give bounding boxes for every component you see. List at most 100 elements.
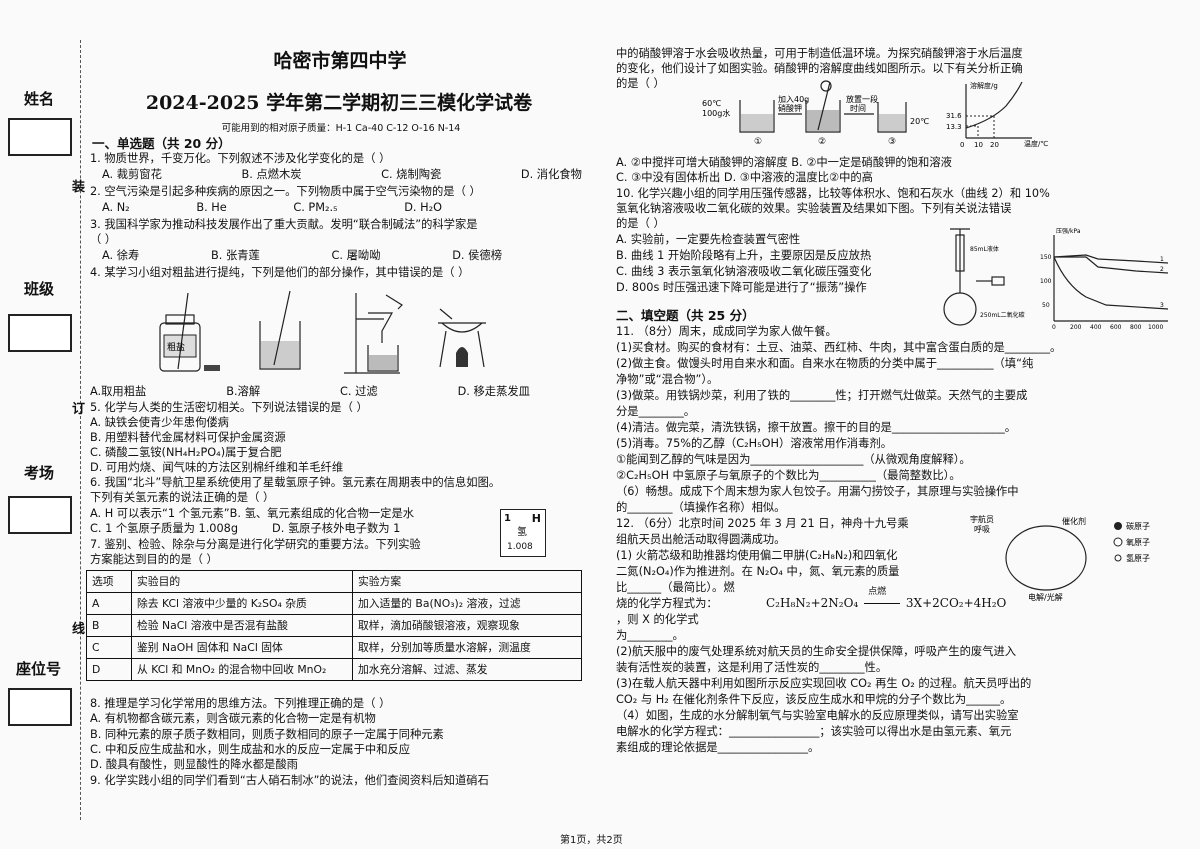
q3-stem: 3. 我国科学家为推动科技发展作出了重大贡献。发明“联合制碱法”的科学家是: [90, 218, 478, 231]
q4-beaker-icon: [259, 290, 301, 370]
fig9-xlabel: 温度/℃: [1024, 139, 1048, 148]
q6-option-c[interactable]: C. 1 个氢原子质量为 1.008g: [90, 522, 239, 535]
h-symbol: H: [531, 512, 541, 525]
fig9-step1b: 硝酸钾: [778, 103, 802, 113]
q4-option-b[interactable]: B.溶解: [226, 385, 261, 398]
q10-option-c[interactable]: C. 曲线 3 表示氢氧化钠溶液吸收二氧化碳压强变化: [616, 265, 872, 278]
fig9-ylabel: 溶解度/g: [970, 81, 998, 90]
q4-filtration-icon: [344, 293, 403, 374]
legend-carbon: 碳原子: [1126, 521, 1150, 531]
q5-option-d[interactable]: D. 可用灼烧、闻气味的方法区别棉纤维和羊毛纤维: [90, 461, 344, 474]
q9-options-ab[interactable]: A. ②中搅拌可增大硝酸钾的溶解度 B. ②中一定是硝酸钾的饱和溶液: [616, 156, 952, 169]
q1-option-b[interactable]: B. 点燃木炭: [241, 168, 302, 181]
beaker-2-icon: [805, 80, 841, 133]
q2-stem: 2. 空气污染是引起多种疾病的原因之一。下列物质中属于空气污染物的是（ ）: [90, 185, 481, 198]
equation-right: 3X+2CO₂+4H₂O: [905, 596, 1007, 610]
seat-field[interactable]: [8, 688, 72, 726]
q9-stem: 9. 化学实践小组的同学们看到“古人硝石制冰”的说法，他们查阅资料后知道硝石: [90, 774, 489, 787]
fig9-tick-10: 10: [974, 141, 983, 149]
fig10-tick-50: 50: [1042, 302, 1050, 309]
q9-cont-2: 的变化，他们设计了如图实验。硝酸钾的溶解度曲线如图所示。以下有关分析正确: [616, 62, 1023, 75]
fig9-label-1: ①: [754, 137, 762, 147]
q1-option-c[interactable]: C. 烧制陶瓷: [381, 168, 442, 181]
binding-dashed-line: [80, 40, 81, 820]
class-field[interactable]: [8, 314, 72, 352]
q11-stem: 11. （8分）周末，成成同学为家人做午餐。: [616, 325, 837, 338]
fig9-temp-60: 60℃: [702, 99, 721, 108]
q3-option-c[interactable]: C. 屠呦呦: [331, 249, 381, 262]
q4-option-d[interactable]: D. 移走蒸发皿: [457, 385, 530, 398]
q10-option-d[interactable]: D. 800s 时压强迅速下降可能是进行了“振荡”操作: [616, 281, 867, 294]
q5-option-b[interactable]: B. 用塑料替代金属材料可保护金属资源: [90, 431, 286, 444]
atomic-masses: 可能用到的相对原子质量：H-1 Ca-40 C-12 O-16 N-14: [221, 123, 461, 134]
cycle-loop: [1005, 525, 1087, 591]
q12-cycle-diagram: 宇航员 呼吸 催化剂 电解/光解 碳原子 氧原子 氢原子: [970, 514, 1150, 602]
q2-option-b[interactable]: B. He: [196, 201, 227, 214]
seal-char-ding: 订: [72, 402, 86, 417]
q5-option-c[interactable]: C. 磷酸二氢铵(NH₄H₂PO₄)属于复合肥: [90, 446, 282, 459]
q3-option-b[interactable]: B. 张青莲: [211, 249, 260, 262]
q1-option-a[interactable]: A. 裁剪窗花: [102, 168, 162, 181]
oxygen-atom-icon: [1113, 537, 1123, 547]
q11-part6: （6）畅想。成成下个周末想为家人包饺子。用漏勺捞饺子，其原理与实验操作中: [616, 485, 1019, 498]
q11-part4: (4)清洁。做完菜，清洗铁锅，擦干放置。擦干的目的是______________…: [616, 421, 1017, 434]
q1-option-d[interactable]: D. 消化食物: [520, 168, 582, 181]
q1-options: A. 裁剪窗花 B. 点燃木炭 C. 烧制陶瓷 D. 消化食物: [102, 167, 582, 182]
table-row[interactable]: A 除去 KCl 溶液中少量的 K₂SO₄ 杂质 加入适量的 Ba(NO₃)₂ …: [86, 592, 582, 615]
q2-option-d[interactable]: D. H₂O: [404, 201, 442, 214]
q6-stem-2: 下列有关氢元素的说法正确的是（ ）: [90, 491, 275, 504]
name-field[interactable]: [8, 118, 72, 156]
q7-table-header: 选项 实验目的 实验方案: [86, 570, 582, 593]
q5-option-a[interactable]: A. 缺铁会使青少年患佝偻病: [90, 416, 229, 429]
q12-part4c: 素组成的理论依据是________________。: [616, 741, 820, 754]
exam-room-label: 考场: [24, 464, 55, 482]
q2-option-c[interactable]: C. PM₂.₅: [293, 201, 338, 214]
table-cell: 取样，滴加硝酸银溶液，观察现象: [352, 614, 582, 637]
q11-part2: (2)做主食。做馒头时用自来水和面。自来水在物质的分类中属于__________…: [616, 357, 1034, 370]
q8-option-a[interactable]: A. 有机物都含碳元素，则含碳元素的化合物一定是有机物: [90, 712, 376, 725]
q10-option-a[interactable]: A. 实验前，一定要先检查装置气密性: [616, 233, 801, 246]
q9-options-cd[interactable]: C. ③中没有固体析出 D. ③中溶液的温度比②中的高: [616, 171, 873, 184]
fig10-tick-x: 600: [1110, 324, 1122, 331]
table-cell: A: [86, 592, 132, 615]
fig12-breathing: 呼吸: [974, 524, 990, 534]
fig10-curve-label-2: 2: [1160, 266, 1164, 273]
fig10-tick-x: 800: [1130, 324, 1142, 331]
q12-part2: (2)航天服中的废气处理系统对航天员的生命安全提供保障，呼吸产生的废气进入: [616, 645, 1017, 658]
q8-option-d[interactable]: D. 酸具有酸性，则显酸性的降水都是酸雨: [90, 758, 298, 771]
q3-option-a[interactable]: A. 徐寿: [102, 249, 140, 262]
q4-options: A.取用粗盐 B.溶解 C. 过滤 D. 移走蒸发皿: [90, 384, 530, 399]
q2-option-a[interactable]: A. N₂: [102, 201, 130, 214]
table-cell: B: [86, 614, 132, 637]
q6-option-d[interactable]: D. 氢原子核外电子数为 1: [272, 522, 401, 535]
q4-evaporation-icon: [438, 308, 486, 368]
q4-option-c[interactable]: C. 过滤: [340, 385, 378, 398]
class-label: 班级: [24, 280, 55, 298]
beaker-3-icon: [877, 102, 907, 133]
q3-option-d[interactable]: D. 侯德榜: [452, 249, 502, 262]
q12-part1e: ，则 X 的化学式: [616, 613, 699, 626]
q10-option-b[interactable]: B. 曲线 1 开始阶段略有上升，主要原因是反应放热: [616, 249, 872, 262]
binding-margin: 姓名 班级 考场 座位号 装 订 线: [0, 0, 86, 849]
table-row[interactable]: C 鉴别 NaOH 固体和 NaCl 固体 取样，分别加等质量水溶解，测温度: [86, 636, 582, 659]
q9-cont-1: 中的硝酸钾溶于水会吸收热量，可用于制造低温环境。为探究硝酸钾溶于水后温度: [616, 47, 1023, 60]
table-row[interactable]: B 检验 NaCl 溶液中是否混有盐酸 取样，滴加硝酸银溶液，观察现象: [86, 614, 582, 637]
table-header-option: 选项: [86, 570, 132, 593]
table-cell: 鉴别 NaOH 固体和 NaCl 固体: [131, 636, 353, 659]
fig10-gas-label: 250mL二氧化碳: [980, 311, 1025, 319]
q4-option-a[interactable]: A.取用粗盐: [90, 385, 147, 398]
q8-option-c[interactable]: C. 中和反应生成盐和水，则生成盐和水的反应一定属于中和反应: [90, 743, 411, 756]
fig9-tick-13-3: 13.3: [946, 123, 962, 131]
q5-stem: 5. 化学与人类的生活密切相关。下列说法错误的是（ ）: [90, 401, 368, 414]
h-atomic-number: 1: [504, 513, 511, 524]
q7-table: 选项 实验目的 实验方案 A 除去 KCl 溶液中少量的 K₂SO₄ 杂质 加入…: [86, 570, 582, 681]
q8-option-b[interactable]: B. 同种元素的原子质子数相同，则质子数相同的原子一定属于同种元素: [90, 728, 444, 741]
exam-room-field[interactable]: [8, 496, 72, 534]
section1-heading: 一、单选题（共 20 分）: [92, 136, 231, 151]
equation-left: C₂H₈N₂+2N₂O₄: [766, 596, 859, 610]
q11-part2b: 净物”或“混合物”）。: [616, 373, 719, 386]
hydrogen-atom-icon: [1114, 554, 1122, 562]
table-row[interactable]: D 从 KCl 和 MnO₂ 的混合物中回收 MnO₂ 加水充分溶解、过滤、蒸发: [86, 658, 582, 681]
fig9-tick-31-6: 31.6: [946, 112, 962, 120]
q6-option-ab[interactable]: A. H 可以表示“1 个氢元素”B. 氢、氧元素组成的化合物一定是水: [90, 507, 415, 520]
